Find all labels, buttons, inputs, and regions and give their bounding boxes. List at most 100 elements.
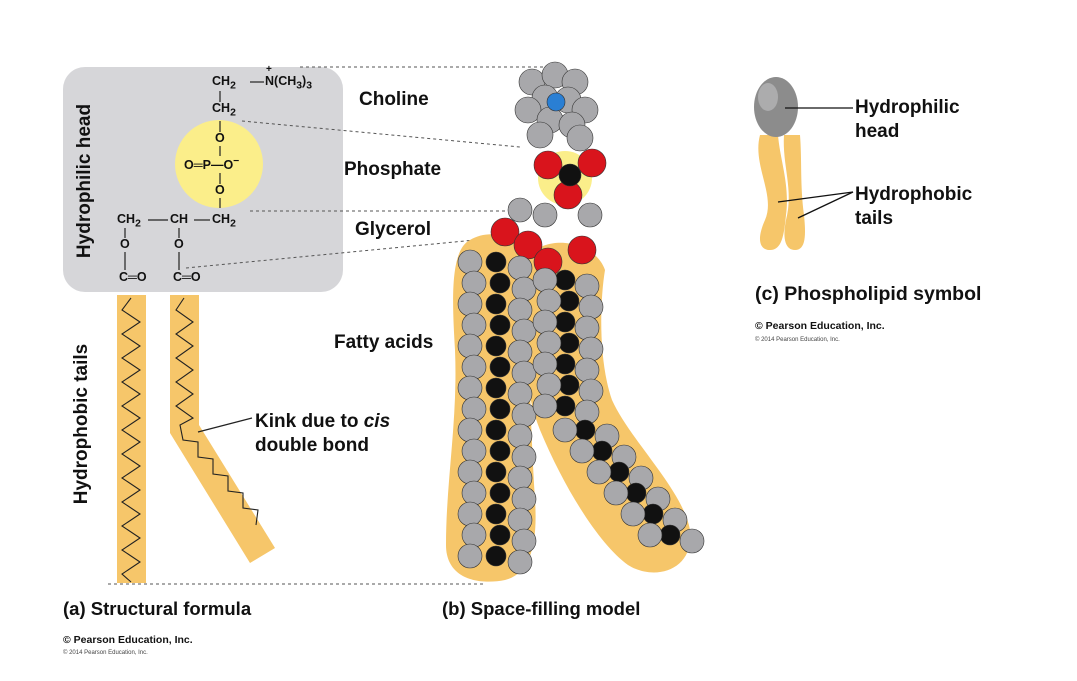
hydrogen-atom — [569, 438, 595, 464]
hydrogen-atom — [511, 528, 537, 554]
cis-italic: cis — [363, 411, 391, 432]
hydrogen-atom — [507, 507, 533, 533]
phosphate-circle — [175, 120, 263, 208]
formula-phosphate-row: O═P—O− — [184, 156, 240, 173]
hydrogen-atom — [511, 318, 537, 344]
hydrogen-atom — [461, 354, 487, 380]
carbon-atom — [485, 335, 507, 357]
formula-ester-left: C═O — [119, 270, 147, 284]
hydrogen-atom — [574, 315, 600, 341]
hydrogen-atom — [532, 309, 558, 335]
carbon-atom — [558, 374, 580, 396]
formula-glycerol-3: CH2 — [212, 212, 236, 230]
hydrogen-atom — [457, 249, 483, 275]
hydrogen-atom — [679, 528, 705, 554]
carbon-atom — [574, 419, 596, 441]
hydrogen-atom — [536, 330, 562, 356]
hydrogen-atom — [532, 267, 558, 293]
oxygen-atom — [567, 235, 597, 265]
choline-label: Choline — [359, 89, 429, 110]
hydrogen-atom — [461, 522, 487, 548]
hydrogen-atom — [457, 417, 483, 443]
hydrogen-atom — [457, 291, 483, 317]
symbol-head-shine — [758, 83, 778, 111]
carbon-atom — [489, 482, 511, 504]
hydrogen-atom — [532, 202, 558, 228]
hydrogen-atom — [511, 486, 537, 512]
carbon-atom — [591, 440, 613, 462]
formula-ch2-top: CH2 — [212, 74, 236, 92]
formula-ch2-b: CH2 — [212, 101, 236, 119]
hydrogen-atom — [461, 480, 487, 506]
hydrogen-atom — [566, 124, 594, 152]
hydrogen-atom — [532, 351, 558, 377]
carbon-atom — [489, 398, 511, 420]
hydrogen-atom — [574, 357, 600, 383]
carbon-atom — [485, 545, 507, 567]
carbon-atom — [489, 524, 511, 546]
hydrogen-atom — [507, 255, 533, 281]
formula-glycerol-2: CH — [170, 212, 189, 226]
carbon-atom — [558, 332, 580, 354]
hydrogen-atom — [578, 336, 604, 362]
hydrogen-atom — [507, 549, 533, 575]
hydrogen-atom — [507, 423, 533, 449]
copyright-small-c: © 2014 Pearson Education, Inc. — [755, 337, 840, 343]
carbon-atom — [485, 419, 507, 441]
fatty-acids-label: Fatty acids — [334, 332, 434, 353]
hydrogen-atom — [457, 501, 483, 527]
formula-o1: O — [215, 131, 225, 145]
kink-pointer-line — [197, 417, 253, 433]
formula-o-mid: O — [174, 237, 184, 251]
hydrogen-atom — [461, 438, 487, 464]
hydrogen-atom — [620, 501, 646, 527]
hydrogen-atom — [461, 270, 487, 296]
symbol-tail-left — [758, 135, 787, 250]
hydrogen-atom — [577, 202, 603, 228]
nitrogen-atom — [546, 92, 566, 112]
oxygen-atom — [577, 148, 607, 178]
hydrogen-atom — [507, 197, 533, 223]
kinked-tail-zigzag — [175, 297, 259, 526]
hydrogen-atom — [574, 273, 600, 299]
carbon-atom — [554, 353, 576, 375]
connector-lines — [108, 66, 555, 585]
carbon-atom — [485, 461, 507, 483]
glycerol-label: Glycerol — [355, 219, 432, 240]
hydrogen-atom — [507, 297, 533, 323]
formula-n-group: N(CH3)3 — [265, 74, 313, 92]
carbon-atom — [485, 503, 507, 525]
hydrogen-atom — [637, 522, 663, 548]
carbon-atom — [554, 395, 576, 417]
carbon-atom — [485, 293, 507, 315]
straight-tail-zigzag — [121, 297, 141, 583]
carbon-atom — [489, 272, 511, 294]
oxygen-atom — [533, 150, 563, 180]
formula-plus: + — [266, 64, 272, 75]
carbon-atom — [554, 311, 576, 333]
hydrogen-atom — [461, 312, 487, 338]
copyright-small-a: © 2014 Pearson Education, Inc. — [63, 650, 148, 656]
hydrogen-atom — [511, 276, 537, 302]
carbon-atom — [554, 269, 576, 291]
hydrogen-atom — [507, 465, 533, 491]
phosphorus-atom — [558, 163, 582, 187]
carbon-atom — [608, 461, 630, 483]
hydrogen-atom — [578, 378, 604, 404]
hydrogen-atom — [461, 396, 487, 422]
symbol-tail-pointer-1 — [777, 191, 854, 203]
carbon-atom — [489, 440, 511, 462]
hydrophilic-head-label: Hydrophilic head — [74, 103, 95, 259]
hydrogen-atom — [536, 288, 562, 314]
carbon-atom — [642, 503, 664, 525]
hydrogen-atom — [526, 121, 554, 149]
formula-bonds — [124, 81, 264, 270]
kinked-tail-band — [170, 295, 275, 563]
formula-o-left: O — [120, 237, 130, 251]
hydrogen-atom — [457, 375, 483, 401]
hydrogen-atom — [457, 543, 483, 569]
hydrogen-atom — [514, 96, 542, 124]
hydrogen-atom — [507, 339, 533, 365]
